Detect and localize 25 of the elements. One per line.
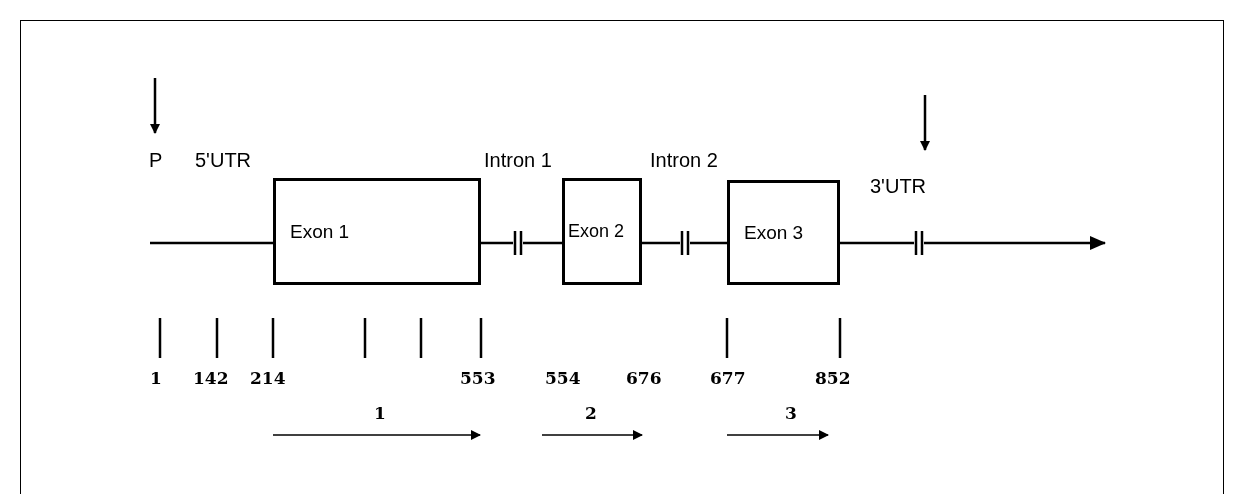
position-number: 676 [626, 370, 662, 387]
position-number: 553 [460, 370, 496, 387]
region-label: Intron 1 [484, 150, 552, 170]
position-number: 852 [815, 370, 851, 387]
region-label: Intron 2 [650, 150, 718, 170]
exon-label: Exon 1 [290, 220, 350, 243]
region-label: P [149, 150, 163, 170]
position-number: 214 [250, 370, 286, 387]
fragment-number: 2 [585, 405, 597, 422]
fragment-number: 1 [374, 405, 386, 422]
position-number: 554 [545, 370, 581, 387]
exon-box [273, 178, 481, 285]
exon-label: Exon 3 [744, 221, 804, 244]
position-number: 142 [193, 370, 229, 387]
exon-box [562, 178, 642, 285]
gene-line [642, 241, 727, 245]
position-number: 677 [710, 370, 746, 387]
fragment-number: 3 [785, 405, 797, 422]
region-label: 5'UTR [195, 150, 252, 170]
exon-label: Exon 2 [568, 221, 625, 242]
region-label: 3'UTR [870, 176, 927, 196]
position-number: 1 [150, 370, 162, 387]
exon-box [727, 180, 840, 285]
gene-line [840, 236, 1106, 250]
gene-line [481, 241, 562, 245]
